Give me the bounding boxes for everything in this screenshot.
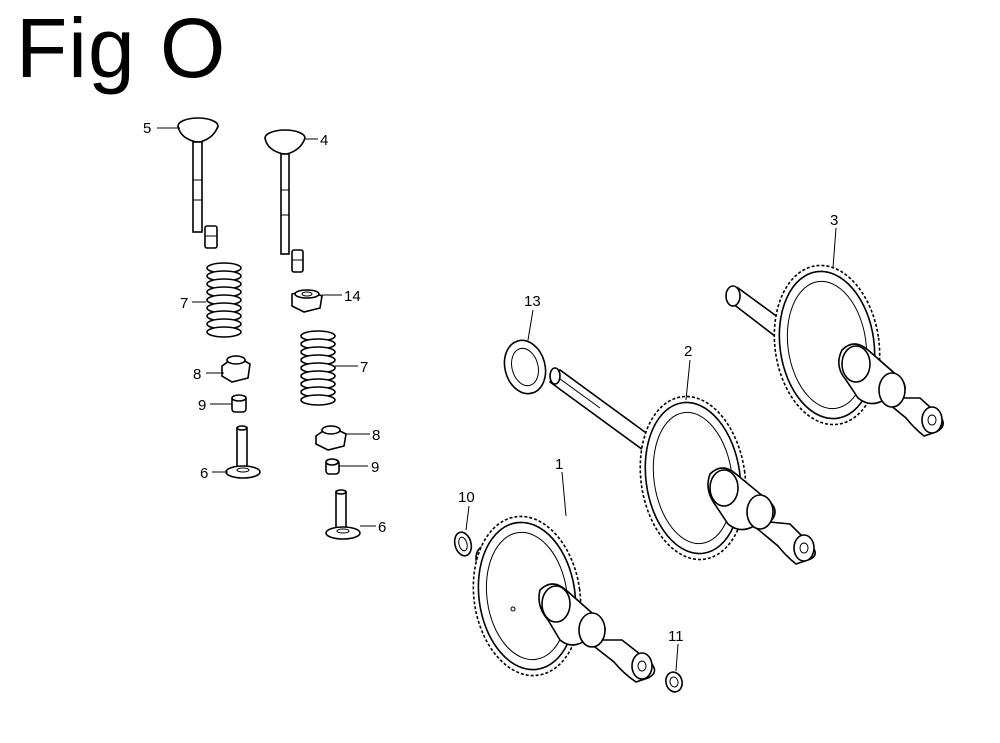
callout-3: 3 (830, 212, 838, 229)
callout-4: 4 (320, 132, 328, 149)
callout-9-left: 9 (198, 397, 206, 414)
callout-13: 13 (524, 293, 541, 310)
valve-left (177, 117, 219, 249)
spring-retainer-left (221, 355, 251, 383)
callout-10: 10 (458, 489, 475, 506)
callout-9-right: 9 (371, 459, 379, 476)
tappet-right (325, 489, 361, 540)
thrust-washer (503, 339, 547, 395)
figure-title: Fig O (16, 1, 227, 95)
leader-lines (157, 127, 837, 672)
callout-14: 14 (344, 288, 361, 305)
callout-8-right: 8 (372, 427, 380, 444)
callout-5: 5 (143, 120, 151, 137)
callout-7-right: 7 (360, 359, 368, 376)
tappet-left (225, 425, 261, 479)
washer-10 (453, 531, 473, 557)
valve-spring-left (206, 262, 242, 338)
valve-cotter-left (231, 394, 247, 413)
camshaft-3 (725, 264, 944, 437)
valve-right (264, 129, 306, 273)
callout-6-right: 6 (378, 519, 386, 536)
valve-spring-right (300, 330, 336, 406)
callout-6-left: 6 (200, 465, 208, 482)
callout-1: 1 (555, 456, 563, 473)
valve-stem-seal (291, 289, 323, 313)
washer-11 (665, 671, 683, 693)
camshaft-1 (472, 515, 656, 683)
callout-11: 11 (668, 628, 684, 645)
camshaft-2 (548, 367, 816, 565)
spring-retainer-right (315, 425, 347, 451)
callout-8-left: 8 (193, 366, 201, 383)
valve-cotter-right (325, 458, 340, 475)
callout-7-left: 7 (180, 295, 188, 312)
callout-2: 2 (684, 343, 692, 360)
